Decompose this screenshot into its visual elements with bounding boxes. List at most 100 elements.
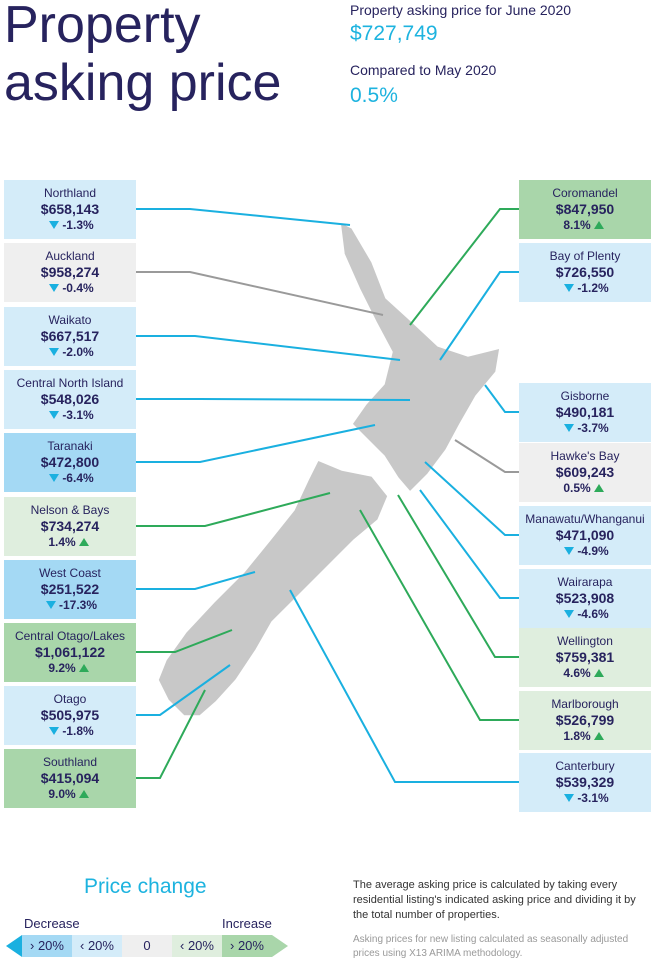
region-price: $415,094: [40, 770, 100, 786]
june-price-label: Property asking price for June 2020: [350, 2, 572, 18]
triangle-up-icon: [78, 538, 89, 546]
region-name: Otago: [53, 692, 87, 706]
region-name: Waikato: [48, 313, 92, 327]
legend-decrease: Decrease: [24, 916, 80, 931]
legend-seg: › 20%: [22, 935, 72, 957]
triangle-up-icon: [78, 790, 89, 798]
region-change: 8.1%: [563, 218, 591, 232]
region-change: -4.9%: [577, 544, 609, 558]
june-price-value: $727,749: [350, 22, 438, 45]
triangle-down-icon: [49, 727, 60, 735]
region-name: Coromandel: [552, 186, 618, 200]
region-price: $759,381: [555, 649, 615, 665]
region-change: -2.0%: [62, 345, 94, 359]
leader-line: [136, 664, 231, 716]
region-name: Northland: [43, 186, 97, 200]
region-price: $658,143: [40, 201, 100, 217]
region-name: Auckland: [45, 249, 95, 263]
south-island: [157, 459, 389, 717]
leader-line: [136, 571, 256, 590]
leader-line: [136, 492, 331, 527]
region-name: Taranaki: [47, 439, 93, 453]
region-price: $505,975: [40, 707, 100, 723]
leader-line: [484, 384, 519, 413]
triangle-down-icon: [564, 610, 575, 618]
leader-line: [424, 461, 519, 536]
leader-line: [439, 271, 519, 361]
region-change: -4.6%: [577, 607, 609, 621]
region-change: 1.8%: [563, 729, 591, 743]
leader-line: [136, 689, 206, 779]
region-name: Nelson & Bays: [30, 503, 110, 517]
region-price: $1,061,122: [34, 644, 106, 660]
compare-value: 0.5%: [350, 84, 398, 107]
region-change: 1.4%: [48, 535, 76, 549]
region-name: West Coast: [39, 566, 101, 580]
triangle-down-icon: [49, 221, 60, 229]
leader-line: [136, 271, 384, 316]
region-name: Wellington: [557, 634, 613, 648]
region-box-central-north-island: Central North Island$548,026-3.1%: [4, 370, 136, 429]
region-price: $667,517: [40, 328, 100, 344]
arrow-left-icon: [6, 935, 22, 957]
region-name: Wairarapa: [557, 575, 613, 589]
triangle-up-icon: [593, 221, 604, 229]
region-price: $548,026: [40, 391, 100, 407]
region-change: -0.4%: [62, 281, 94, 295]
legend-increase: Increase: [222, 916, 272, 931]
triangle-down-icon: [49, 411, 60, 419]
region-box-northland: Northland$658,143-1.3%: [4, 180, 136, 239]
legend-seg: 0: [122, 935, 172, 957]
region-name: Canterbury: [555, 759, 615, 773]
north-island: [339, 220, 501, 494]
region-name: Central North Island: [16, 376, 124, 390]
triangle-down-icon: [564, 284, 575, 292]
region-price: $471,090: [555, 527, 615, 543]
region-change: -17.3%: [58, 598, 98, 612]
region-price: $609,243: [555, 464, 615, 480]
page-title: Property asking price: [4, 0, 282, 112]
triangle-down-icon: [49, 348, 60, 356]
triangle-down-icon: [49, 284, 60, 292]
region-change: -1.2%: [577, 281, 609, 295]
legend-title: Price change: [84, 875, 207, 898]
nz-map: [136, 208, 519, 783]
region-box-waikato: Waikato$667,517-2.0%: [4, 307, 136, 366]
region-price: $847,950: [555, 201, 615, 217]
region-name: Hawke's Bay: [550, 449, 620, 463]
legend-scale: › 20% ‹ 20% 0 ‹ 20% › 20%: [6, 935, 288, 957]
triangle-down-icon: [45, 601, 56, 609]
arima-note: Asking prices for new listing calculated…: [353, 934, 629, 959]
leader-line: [136, 335, 401, 361]
region-price: $734,274: [40, 518, 100, 534]
region-name: Central Otago/Lakes: [14, 629, 126, 643]
leader-line: [136, 424, 376, 463]
region-box-auckland: Auckland$958,274-0.4%: [4, 243, 136, 302]
region-name: Southland: [42, 755, 98, 769]
region-box-gisborne: Gisborne$490,181-3.7%: [519, 383, 651, 442]
leader-line: [136, 398, 411, 401]
leader-line: [359, 509, 519, 721]
region-change: -3.1%: [577, 791, 609, 805]
leader-line: [409, 208, 519, 326]
region-change: -1.3%: [62, 218, 94, 232]
region-box-canterbury: Canterbury$539,329-3.1%: [519, 753, 651, 812]
triangle-down-icon: [564, 547, 575, 555]
region-box-wairarapa: Wairarapa$523,908-4.6%: [519, 569, 651, 628]
leader-line: [136, 629, 233, 653]
triangle-up-icon: [593, 484, 604, 492]
region-price: $539,329: [555, 774, 615, 790]
legend-seg: ‹ 20%: [172, 935, 222, 957]
region-change: -6.4%: [62, 471, 94, 485]
region-change: 0.5%: [563, 481, 591, 495]
region-box-west-coast: West Coast$251,522-17.3%: [4, 560, 136, 619]
leader-line: [397, 494, 519, 658]
region-change: 9.2%: [48, 661, 76, 675]
